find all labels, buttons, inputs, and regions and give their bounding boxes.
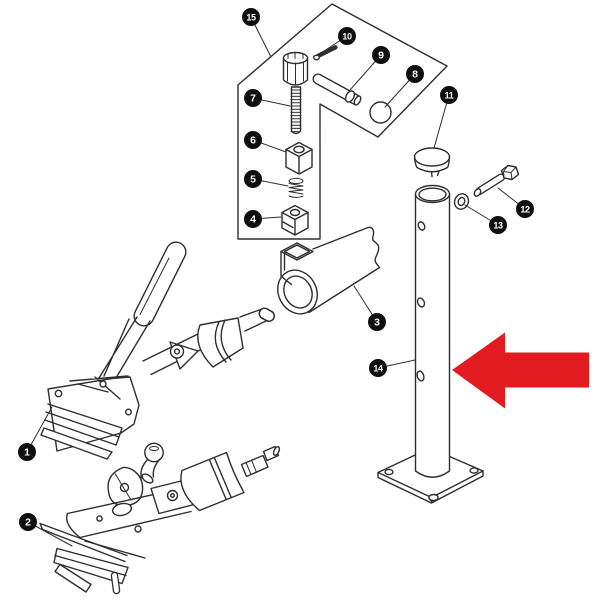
part7-knob-bolt: [282, 51, 309, 135]
callout-7: 7: [244, 89, 291, 107]
svg-text:8: 8: [412, 69, 418, 81]
svg-text:15: 15: [246, 13, 256, 23]
callout-11: 11: [433, 86, 458, 149]
svg-text:5: 5: [250, 174, 256, 186]
part13-washer: [453, 193, 470, 210]
svg-text:4: 4: [250, 214, 256, 226]
callout-2: 2: [19, 513, 73, 547]
callout-10: 10: [320, 27, 356, 54]
part4-block: [281, 204, 309, 236]
detail-box-outline: [237, 3, 448, 240]
svg-text:2: 2: [25, 517, 31, 529]
part3-sleeve: [277, 226, 381, 315]
svg-text:7: 7: [250, 93, 256, 105]
red-arrow-shape: [452, 332, 589, 409]
callout-3: 3: [353, 285, 386, 331]
callout-12: 12: [497, 187, 534, 218]
part12-bolt: [473, 164, 520, 197]
part6-nut: [285, 141, 313, 175]
part8-ball: [369, 101, 392, 124]
svg-text:12: 12: [520, 205, 530, 215]
part9-pin: [312, 73, 362, 106]
part14-post: [414, 184, 451, 478]
svg-text:6: 6: [250, 135, 256, 147]
part2-clamp-assembly: [39, 442, 281, 595]
part5-spring: [288, 177, 304, 199]
callout-15: 15: [242, 8, 272, 58]
svg-text:14: 14: [373, 364, 383, 374]
callout-8: 8: [384, 65, 424, 108]
callout-1: 1: [18, 406, 53, 461]
svg-text:13: 13: [493, 221, 503, 231]
red-arrow: [452, 332, 589, 409]
callout-4: 4: [244, 210, 282, 228]
svg-text:11: 11: [445, 91, 454, 101]
part11-end-cap: [413, 147, 451, 178]
part10-screw: [313, 44, 339, 61]
part1-clamp-assembly: [40, 241, 275, 460]
svg-text:10: 10: [342, 32, 352, 42]
callout-13: 13: [464, 204, 507, 234]
callout-14: 14: [369, 359, 416, 377]
svg-text:1: 1: [24, 447, 30, 459]
callout-6: 6: [244, 131, 287, 153]
svg-text:3: 3: [374, 317, 380, 329]
callout-5: 5: [244, 170, 289, 188]
callout-9: 9: [349, 46, 390, 91]
svg-text:9: 9: [378, 50, 384, 62]
